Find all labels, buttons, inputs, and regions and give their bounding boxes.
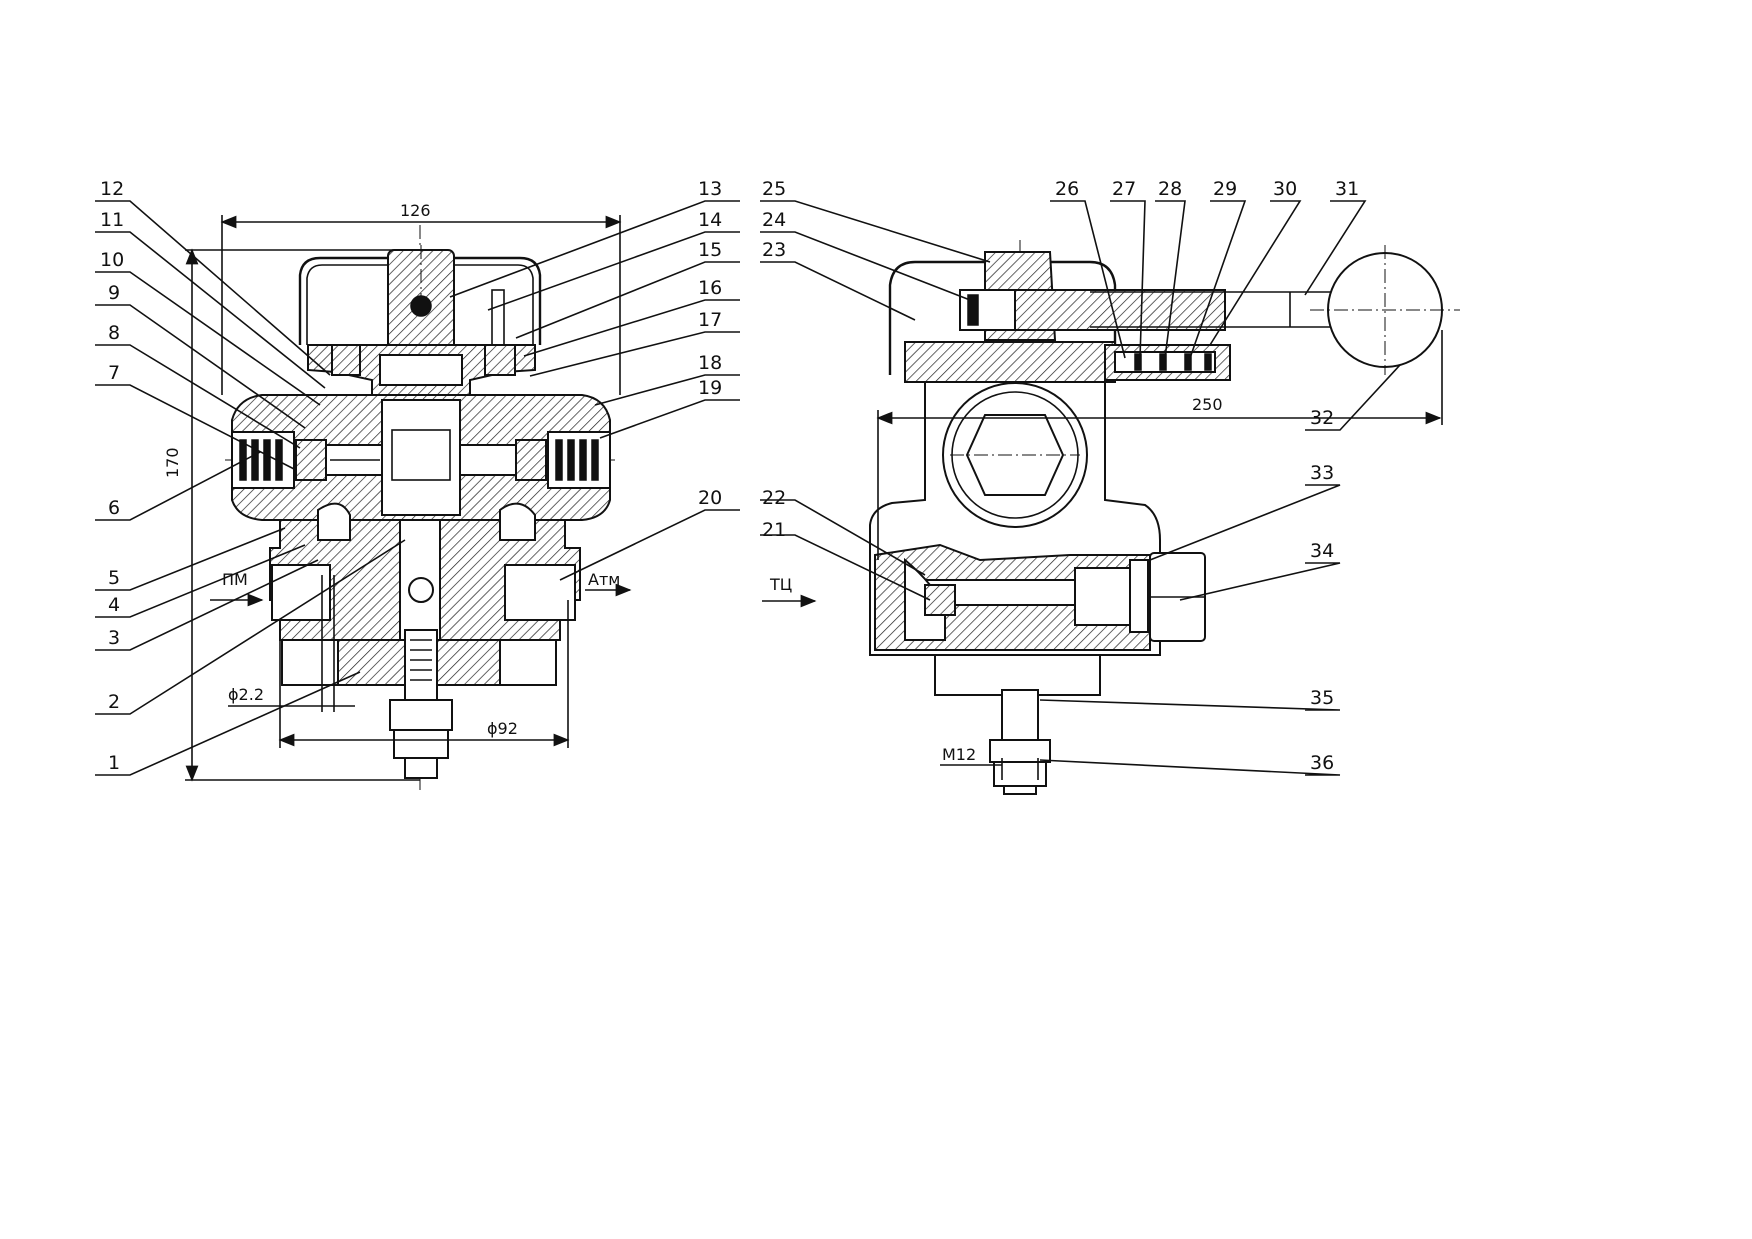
callout-26: 26 — [1055, 178, 1079, 200]
dim-base: ϕ92 — [487, 719, 518, 738]
callout-11: 11 — [100, 209, 124, 231]
callout-13: 13 — [698, 178, 722, 200]
port-inlet-pm: ПМ — [222, 570, 248, 589]
callout-6: 6 — [108, 497, 120, 519]
callout-32: 32 — [1310, 407, 1334, 429]
callout-4: 4 — [108, 594, 120, 616]
callout-27: 27 — [1112, 178, 1136, 200]
callout-12: 12 — [100, 178, 124, 200]
callout-29: 29 — [1213, 178, 1237, 200]
callout-7: 7 — [108, 362, 120, 384]
callout-19: 19 — [698, 377, 722, 399]
callout-35: 35 — [1310, 687, 1334, 709]
callout-16: 16 — [698, 277, 722, 299]
dim-height-170: 170 — [163, 447, 182, 478]
callout-15: 15 — [698, 239, 722, 261]
callout-18: 18 — [698, 352, 722, 374]
callout-9: 9 — [108, 282, 120, 304]
port-inlet-tc: ТЦ — [769, 575, 792, 594]
right-callouts: 25 24 23 26 27 28 29 30 31 32 33 34 22 2… — [762, 178, 1359, 774]
callout-8: 8 — [108, 322, 120, 344]
callout-10: 10 — [100, 249, 124, 271]
left-callouts: 12 11 10 9 8 7 6 5 4 3 2 1 13 14 15 16 1… — [100, 178, 722, 774]
left-leaders — [95, 200, 740, 776]
callout-23: 23 — [762, 239, 786, 261]
callout-1: 1 — [108, 752, 120, 774]
dim-lever-250: 250 — [1192, 395, 1223, 414]
right-leaders — [760, 200, 1401, 776]
port-outlet-atm: Атм — [588, 570, 620, 589]
dim-thread-m12: M12 — [942, 745, 976, 764]
left-dimensions: 126 170 ϕ2.2 ϕ92 ПМ Атм — [163, 201, 620, 738]
callout-20: 20 — [698, 487, 722, 509]
callout-24: 24 — [762, 209, 786, 231]
callout-30: 30 — [1273, 178, 1297, 200]
callout-28: 28 — [1158, 178, 1182, 200]
callout-25: 25 — [762, 178, 786, 200]
callout-14: 14 — [698, 209, 722, 231]
callout-3: 3 — [108, 627, 120, 649]
callout-22: 22 — [762, 487, 786, 509]
dim-orifice: ϕ2.2 — [228, 685, 264, 704]
callout-21: 21 — [762, 519, 786, 541]
callout-33: 33 — [1310, 462, 1334, 484]
right-view — [760, 200, 1460, 795]
callout-31: 31 — [1335, 178, 1359, 200]
dim-width-126: 126 — [400, 201, 431, 220]
left-view — [95, 200, 740, 790]
right-dimensions: 250 M12 ТЦ — [769, 395, 1223, 764]
callout-5: 5 — [108, 567, 120, 589]
callout-36: 36 — [1310, 752, 1334, 774]
callout-2: 2 — [108, 691, 120, 713]
callout-34: 34 — [1310, 540, 1334, 562]
callout-17: 17 — [698, 309, 722, 331]
